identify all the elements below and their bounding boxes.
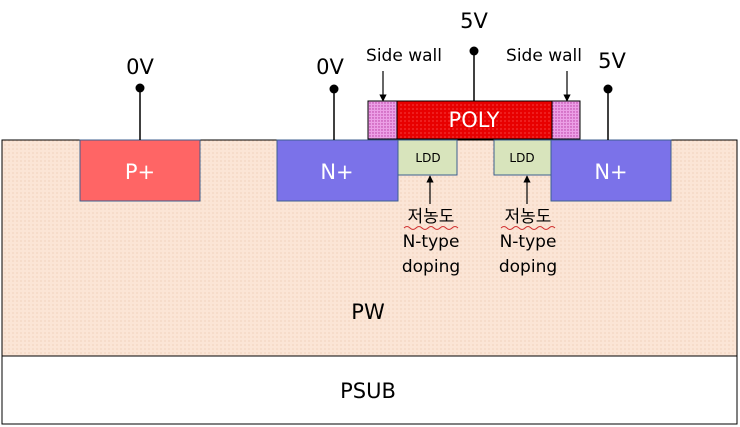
ldd-right-note-line3: doping xyxy=(499,257,557,277)
drain-voltage-label: 5V xyxy=(598,49,626,73)
gate-terminal xyxy=(469,46,479,101)
pplus-terminal xyxy=(135,83,145,140)
ldd-left-region xyxy=(397,139,458,176)
source-terminal xyxy=(329,84,339,140)
ldd-right-note: 저농도 N-type doping xyxy=(499,207,557,277)
ldd-left-note-line2: N-type xyxy=(403,232,460,252)
poly-label: POLY xyxy=(449,108,500,132)
pplus-voltage-label: 0V xyxy=(126,55,154,79)
drain-terminal xyxy=(603,84,613,140)
ldd-right-label: LDD xyxy=(509,151,534,165)
sidewall-left xyxy=(367,100,398,140)
ldd-left-note: 저농도 N-type doping xyxy=(402,207,460,277)
pwell-label: PW xyxy=(351,300,385,324)
psub-region xyxy=(1,355,738,425)
nplus-source-label: N+ xyxy=(320,160,353,184)
nplus-drain-region xyxy=(550,139,672,202)
sidewall-right-label: Side wall xyxy=(506,46,582,66)
source-voltage-label: 0V xyxy=(316,55,344,79)
nplus-source-region xyxy=(276,139,399,202)
ldd-left-note-line3: doping xyxy=(402,257,460,277)
nplus-drain-label: N+ xyxy=(594,160,627,184)
ldd-right-note-line2: N-type xyxy=(500,232,557,252)
psub-label: PSUB xyxy=(340,379,396,403)
sidewall-left-label: Side wall xyxy=(366,46,442,66)
gate-voltage-label: 5V xyxy=(460,9,488,33)
ldd-left-label: LDD xyxy=(415,151,440,165)
ldd-right-note-line1: 저농도 xyxy=(505,207,552,227)
pplus-label: P+ xyxy=(125,160,155,184)
ldd-left-note-line1: 저농도 xyxy=(408,207,455,227)
ldd-right-region xyxy=(493,139,552,176)
sidewall-right xyxy=(551,100,581,140)
